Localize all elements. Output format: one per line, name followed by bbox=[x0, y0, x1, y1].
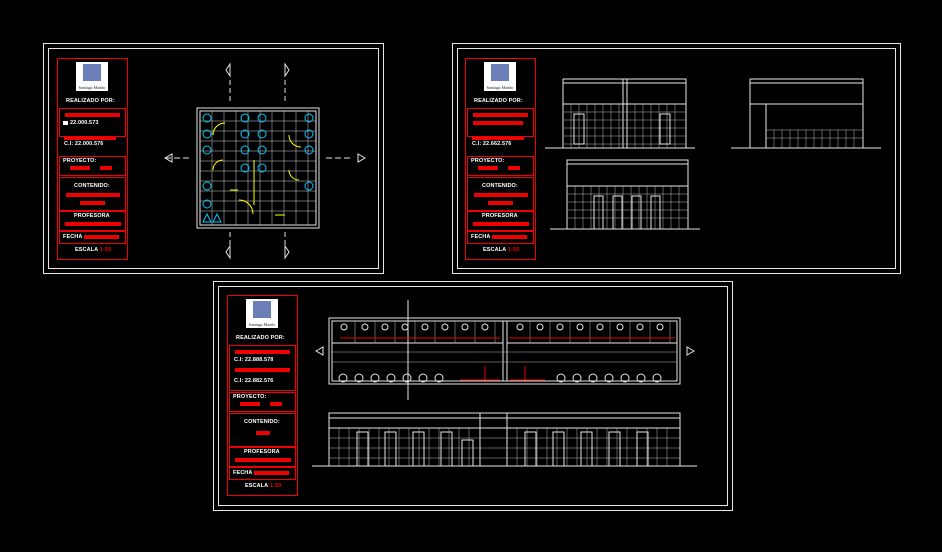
elevation-2c bbox=[550, 159, 700, 230]
plan-3-fixtures bbox=[338, 323, 664, 383]
escala-value: 1:50 bbox=[270, 483, 282, 489]
university-logo: Santiago Mariño bbox=[246, 299, 278, 328]
project-box: PROYECTO: bbox=[229, 392, 296, 412]
ci-2: C.I: 22.000.576 bbox=[64, 141, 104, 147]
logo-text: Santiago Mariño bbox=[248, 322, 276, 327]
elevation-2a bbox=[545, 78, 695, 149]
ci-2: C.I: 22.662.576 bbox=[472, 141, 512, 147]
contenido-label: CONTENIDO: bbox=[244, 419, 280, 425]
date-box: FECHA bbox=[229, 467, 296, 480]
proyecto-label: PROYECTO: bbox=[63, 158, 97, 164]
title-block-2: Santiago Mariño REALIZADO POR: C.I: 22.6… bbox=[465, 58, 536, 260]
contenido-label: CONTENIDO: bbox=[482, 183, 518, 189]
doors-plan-1 bbox=[212, 122, 302, 216]
project-box: PROYECTO: bbox=[59, 156, 126, 176]
content-box: CONTENIDO: bbox=[59, 177, 126, 211]
plan-3-red-lines bbox=[340, 337, 675, 381]
university-logo: Santiago Mariño bbox=[76, 62, 108, 91]
professor-box: PROFESORA bbox=[59, 211, 126, 231]
author-box: C.I: 22.888.578 C.I: 22.882.576 bbox=[229, 345, 296, 391]
ci-1: C.I: 22.888.578 bbox=[234, 357, 274, 363]
realizado-label: REALIZADO POR: bbox=[66, 98, 115, 104]
realizado-label: REALIZADO POR: bbox=[236, 335, 285, 341]
escala-label: ESCALA bbox=[75, 247, 99, 253]
profesora-label: PROFESORA bbox=[482, 213, 518, 219]
proyecto-label: PROYECTO: bbox=[233, 394, 267, 400]
author-box bbox=[467, 108, 534, 137]
content-box: CONTENIDO: bbox=[467, 177, 534, 211]
fixtures-plan-1 bbox=[202, 113, 314, 223]
fecha-label: FECHA bbox=[63, 234, 83, 240]
profesora-label: PROFESORA bbox=[244, 449, 280, 455]
floor-plan-1 bbox=[163, 62, 367, 260]
sheet-1-frame bbox=[43, 43, 384, 274]
proyecto-label: PROYECTO: bbox=[471, 158, 505, 164]
sheet-2-frame bbox=[452, 43, 901, 274]
ci-2: C.I: 22.882.576 bbox=[234, 378, 274, 384]
logo-text: Santiago Mariño bbox=[78, 85, 106, 90]
title-block-1: Santiago Mariño REALIZADO POR: 22.000.57… bbox=[57, 58, 128, 260]
fecha-label: FECHA bbox=[233, 470, 253, 476]
university-logo: Santiago Mariño bbox=[484, 62, 516, 91]
contenido-label: CONTENIDO: bbox=[74, 183, 110, 189]
escala-value: 1:50 bbox=[100, 247, 112, 253]
escala-value: 1:50 bbox=[508, 247, 520, 253]
content-box: CONTENIDO: bbox=[229, 413, 296, 447]
sheet-3-inner-frame bbox=[218, 286, 728, 506]
project-box: PROYECTO: bbox=[467, 156, 534, 176]
logo-text: Santiago Mariño bbox=[486, 85, 514, 90]
realizado-label: REALIZADO POR: bbox=[474, 98, 523, 104]
elevation-2b bbox=[731, 78, 881, 149]
profesora-label: PROFESORA bbox=[74, 213, 110, 219]
date-box: FECHA bbox=[59, 231, 126, 244]
date-box: FECHA bbox=[467, 231, 534, 244]
fecha-label: FECHA bbox=[471, 234, 491, 240]
escala-label: ESCALA bbox=[245, 483, 269, 489]
professor-box: PROFESORA bbox=[467, 211, 534, 231]
ci-1: 22.000.573 bbox=[70, 120, 99, 126]
escala-label: ESCALA bbox=[483, 247, 507, 253]
title-block-3: Santiago Mariño REALIZADO POR: C.I: 22.8… bbox=[227, 295, 298, 496]
sheet-3-frame bbox=[213, 281, 733, 511]
professor-box: PROFESORA bbox=[229, 447, 296, 467]
author-box: 22.000.573 bbox=[59, 108, 126, 137]
sheet-2-inner-frame bbox=[457, 48, 896, 269]
floor-plan-3 bbox=[314, 300, 696, 400]
elevation-3 bbox=[312, 412, 697, 467]
sheet-1-inner-frame bbox=[48, 48, 379, 269]
